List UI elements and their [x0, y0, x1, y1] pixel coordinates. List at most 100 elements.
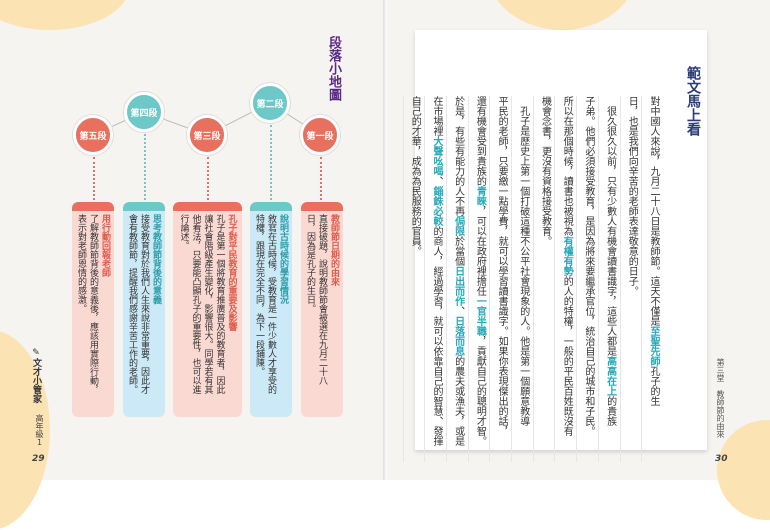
essay-text-segment: ，貢獻自己的聰明才智。 — [474, 336, 486, 446]
card-text-line: 他看法，只要能凸顯孔子的重要性，也可以進 — [190, 214, 201, 394]
paragraph-node-1: 第一段 — [300, 115, 340, 155]
card-header-bar — [72, 202, 114, 211]
series-name: 文才小管家 — [31, 358, 41, 403]
essay-text-segment: 於是，有些有能力的人不再 — [452, 96, 464, 216]
essay-column: 於是，有些有能力的人不再侷限於當個日出而作、日落而息的農夫或漁夫，或是 — [445, 96, 468, 462]
card-text-line: 直接破題，說明教師節會被選在九月二十八 — [317, 214, 327, 385]
essay-text-segment: 孔子是歷史上第一個打破這種不公平社會現象的人。他是第一個願意教導 — [517, 96, 529, 426]
node-connector-lines — [92, 102, 321, 136]
heading-text: 範文馬上看 — [685, 66, 701, 136]
dotted-connector — [144, 134, 146, 200]
model-essay-card: 範文馬上看 對中國人來說，九月二十八日是教師節。這天不僅是至聖先師孔子的生日，也… — [402, 30, 707, 462]
card-header-bar — [173, 202, 242, 211]
essay-column: 很久很久以前，只有少數人有機會讀書識字，這些人都是高高在上的貴族 — [597, 96, 620, 462]
essay-column: 在市場裡大聲吆喝、錙銖必較的商人，經過學習，就可以依靠自己的智慧、發揮 — [424, 96, 446, 462]
highlighted-phrase: 侷限 — [452, 216, 464, 236]
paragraph-card-4: 思考教師節背後的意義接受教育對於我們人生來說非常重要，因此才會有教師節，提醒我們… — [123, 202, 165, 417]
left-page: 段落小地圖 第一段第二段第三段第四段第五段 教師節日期的由來直接破題，說明教師節… — [0, 0, 383, 530]
paragraph-map-title: 段落小地圖 — [322, 32, 344, 101]
essay-column: 所以在那個時候，讀書也被視為有權有勢的人的特權，一般的平民百姓既沒有 — [554, 96, 576, 462]
card-title: 用行動回報老師 — [100, 214, 110, 277]
paragraph-node-2: 第二段 — [250, 83, 290, 123]
highlighted-phrase: 青睞 — [474, 186, 486, 206]
essay-text-segment: 對中國人來說，九月二十八日是教師節。這天不僅是 — [648, 96, 659, 326]
essay-text-segment: 日，也是我們向辛苦的老師表達敬意的日子。 — [626, 96, 638, 296]
essay-text-segment: 、 — [452, 306, 464, 316]
card-header-bar — [123, 202, 165, 211]
essay-column: 對中國人來說，九月二十八日是教師節。這天不僅是至聖先師孔子的生 — [641, 96, 663, 462]
card-text-line: 日，因為是孔子的生日。 — [305, 214, 315, 313]
essay-text-segment: 在市場裡 — [430, 96, 442, 136]
essay-column: 子弟。他們必須接受教育，是因為將來要繼承官位，統治自己的城市和子民。 — [576, 96, 598, 462]
paragraph-card-1: 教師節日期的由來直接破題，說明教師節會被選在九月二十八日，因為是孔子的生日。 — [301, 202, 343, 417]
essay-text-segment: 還有機會受到貴族的 — [474, 96, 486, 186]
card-text-line: 孔子是第一個將教育推廣普及的教育者，因此 — [214, 214, 225, 394]
card-header-bar — [301, 202, 343, 211]
card-title: 教師節日期的由來 — [329, 214, 339, 286]
essay-text-segment: 的農夫或漁夫，或是 — [452, 356, 464, 446]
right-page: 範文馬上看 對中國人來說，九月二十八日是教師節。這天不僅是至聖先師孔子的生日，也… — [387, 0, 770, 520]
essay-text-segment: 平民的老師，只要繳一點學費，就可以學習讀書識字。如果你表現傑出的話， — [496, 96, 508, 436]
highlighted-phrase: 高高在上 — [604, 356, 616, 396]
essay-column: 孔子是歷史上第一個打破這種不公平社會現象的人。他是第一個願意教導 — [511, 96, 533, 462]
card-text-line: 接受教育對於我們人生來說非常重要，因此才 — [139, 214, 149, 394]
essay-text-segment: 很久很久以前，只有少數人有機會讀書識字，這些人都是 — [604, 96, 616, 356]
essay-text-segment: 機會念書，更沒有資格接受教育。 — [539, 96, 551, 246]
paragraph-node-4: 第四段 — [124, 92, 164, 132]
paragraph-node-5: 第五段 — [73, 115, 113, 155]
essay-text-segment: 於當個 — [452, 236, 464, 266]
card-text-line: 表示對老師恩情的感激。 — [76, 214, 86, 313]
grade-label: 高年級1 — [35, 414, 44, 447]
card-text-line: 特權，跟現在完全不同，為下一段鋪陳。 — [254, 214, 264, 376]
book-gutter — [383, 0, 387, 480]
essay-column: 機會念書，更沒有資格接受教育。 — [532, 96, 555, 462]
highlighted-phrase: 至聖先師 — [648, 326, 659, 366]
series-label: ✎文才小管家 — [30, 348, 41, 403]
page-number: 30 — [715, 454, 728, 464]
paragraph-card-5: 用行動回報老師了解教師節背後的意義後，應該用實際行動，表示對老師恩情的感激。 — [72, 202, 114, 417]
card-text-line: 行論述。 — [178, 214, 189, 250]
card-text-line: 讓社會階級產生變化，影響很大。同學若有其 — [202, 214, 213, 394]
card-text-line: 了解教師節背後的意義後，應該用實際行動， — [88, 214, 98, 394]
essay-column: 日，也是我們向辛苦的老師表達敬意的日子。 — [619, 96, 642, 462]
card-body: 說明古時候的學習情況敘寫在古時候，受教育是一件少數人才享受的特權，跟現在完全不同… — [253, 214, 289, 413]
essay-text: 對中國人來說，九月二十八日是教師節。這天不僅是至聖先師孔子的生日，也是我們向辛苦… — [402, 96, 663, 462]
highlighted-phrase: 一官半職 — [474, 296, 486, 336]
essay-text-segment: 孔子的生 — [648, 366, 659, 406]
highlighted-phrase: 大聲吆喝 — [430, 136, 442, 176]
essay-column: 還有機會受到貴族的青睞，可以在政府裡擔任一官半職，貢獻自己的聰明才智。 — [467, 96, 490, 462]
card-text-line: 會有教師節，提醒我們感謝辛苦工作的老師。 — [127, 214, 137, 394]
essay-text-segment: 所以在那個時候，讀書也被視為 — [561, 96, 573, 236]
page-number: 29 — [32, 454, 45, 464]
card-body: 思考教師節背後的意義接受教育對於我們人生來說非常重要，因此才會有教師節，提醒我們… — [126, 214, 162, 413]
dotted-connector — [270, 125, 272, 200]
card-header-bar — [250, 202, 292, 211]
highlighted-phrase: 有權有勢 — [561, 236, 573, 276]
card-body: 用行動回報老師了解教師節背後的意義後，應該用實際行動，表示對老師恩情的感激。 — [75, 214, 111, 413]
card-text-line: 敘寫在古時候，受教育是一件少數人才享受的 — [266, 214, 276, 394]
paragraph-card-3: 孔子對平民教育的重要及影響孔子是第一個將教育推廣普及的教育者，因此讓社會階級產生… — [173, 202, 242, 417]
essay-text-segment: 自己的才華，成為為民服務的官員。 — [409, 96, 421, 256]
chapter-tab: 第三堂 教師節的由來 — [716, 358, 725, 438]
card-title: 說明古時候的學習情況 — [278, 214, 288, 304]
dotted-connector — [207, 157, 209, 200]
essay-text-segment: 的貴族 — [604, 396, 616, 426]
card-body: 教師節日期的由來直接破題，說明教師節會被選在九月二十八日，因為是孔子的生日。 — [304, 214, 340, 413]
paragraph-node-3: 第三段 — [187, 115, 227, 155]
highlighted-phrase: 日落而息 — [452, 316, 464, 356]
essay-column: 自己的才華，成為為民服務的官員。 — [402, 96, 425, 462]
card-title: 思考教師節背後的意義 — [151, 214, 161, 304]
essay-text-segment: ，可以在政府裡擔任 — [474, 206, 486, 296]
model-essay-heading: 範文馬上看 — [679, 64, 703, 136]
paragraph-map-title-text: 段落小地圖 — [326, 36, 341, 101]
essay-text-segment: 子弟。他們必須接受教育，是因為將來要繼承官位，統治自己的城市和子民。 — [582, 96, 594, 436]
card-body: 孔子對平民教育的重要及影響孔子是第一個將教育推廣普及的教育者，因此讓社會階級產生… — [178, 214, 238, 413]
pencil-icon: ✎ — [31, 348, 41, 358]
paragraph-card-2: 說明古時候的學習情況敘寫在古時候，受教育是一件少數人才享受的特權，跟現在完全不同… — [250, 202, 292, 417]
card-title: 孔子對平民教育的重要及影響 — [226, 214, 237, 331]
dotted-connector — [93, 157, 95, 200]
dotted-connector — [320, 157, 322, 200]
highlighted-phrase: 日出而作 — [452, 266, 464, 306]
essay-text-segment: 的商人，經過學習，就可以依靠自己的智慧、發揮 — [430, 226, 442, 446]
essay-text-segment: 、 — [430, 176, 442, 186]
